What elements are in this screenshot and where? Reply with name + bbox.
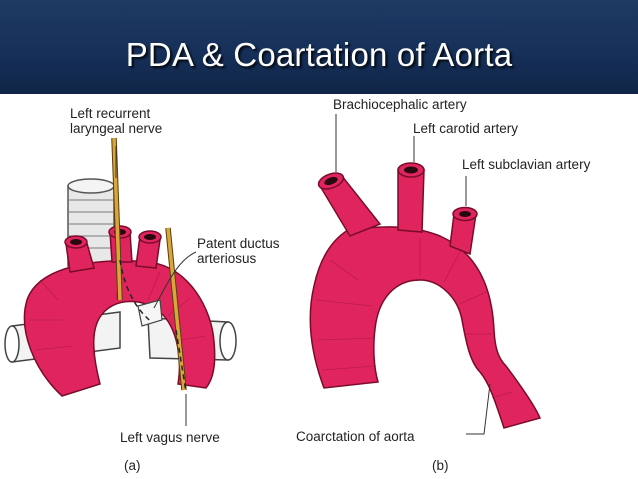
label-line-1: Patent ductus bbox=[197, 236, 280, 251]
panel-label-a: (a) bbox=[124, 458, 141, 473]
title-bar: PDA & Coartation of Aorta bbox=[0, 0, 638, 94]
panel-label-b: (b) bbox=[432, 458, 449, 473]
slide-title: PDA & Coartation of Aorta bbox=[125, 36, 513, 73]
label-line-2: laryngeal nerve bbox=[70, 121, 163, 136]
vagus-nerve bbox=[165, 227, 187, 393]
label-left-vagus-nerve: Left vagus nerve bbox=[120, 430, 220, 445]
label-left-carotid-artery: Left carotid artery bbox=[413, 121, 519, 136]
aorta-b bbox=[309, 226, 542, 429]
label-left-recurrent-laryngeal-nerve: Left recurrent laryngeal nerve bbox=[70, 106, 162, 136]
panel-b-illustration bbox=[309, 114, 542, 435]
diagram bbox=[4, 114, 542, 435]
label-line-1: Left recurrent bbox=[70, 106, 151, 121]
ductus-arteriosus bbox=[137, 299, 163, 327]
label-patent-ductus-arteriosus: Patent ductus arteriosus bbox=[197, 236, 280, 266]
panel-a-illustration bbox=[4, 137, 237, 426]
label-coarctation-of-aorta: Coarctation of aorta bbox=[296, 429, 415, 444]
label-line-2: arteriosus bbox=[197, 251, 257, 266]
label-left-subclavian-artery: Left subclavian artery bbox=[462, 157, 591, 172]
recurrent-laryngeal-nerve bbox=[111, 137, 153, 323]
label-brachiocephalic-artery: Brachiocephalic artery bbox=[333, 97, 467, 112]
